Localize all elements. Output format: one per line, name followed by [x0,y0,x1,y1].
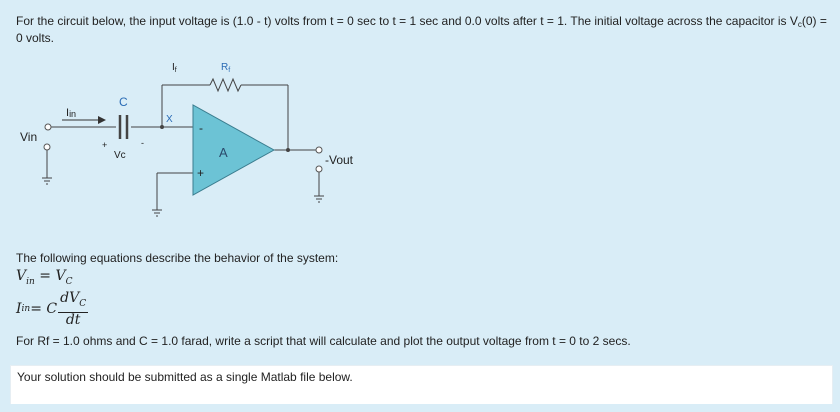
vc-label: Vc [114,150,126,161]
answer-prompt: Your solution should be submitted as a s… [17,370,353,384]
equations-intro: The following equations describe the beh… [16,251,339,265]
eq2-num-sub: C [79,298,87,309]
eq2-lhs: I [16,300,22,317]
vin-terminal-top [44,123,52,131]
vout-terminal-bottom [315,165,323,173]
node-out [286,148,290,152]
if-label: If [172,62,177,74]
vout-label: -Vout [325,153,354,167]
if-label-sub: f [175,67,177,74]
iin-label-sub: in [69,109,76,119]
eq2-num: dV [60,290,80,306]
rf-label-sub: f [228,67,230,74]
eq1-rhs-sub: C [65,276,73,287]
circuit-diagram: Vin Iin C + - Vc X If Rf A - + -Vout [20,62,354,217]
parameters-text: For Rf = 1.0 ohms and C = 1.0 farad, wri… [16,334,631,348]
rf-label: Rf [221,62,230,74]
eq2-equals-c: = C [30,300,58,317]
node-x [160,125,164,129]
bottom-strip [0,404,840,412]
problem-intro: For the circuit below, the input voltage… [16,13,831,47]
plus-label: + [102,140,107,150]
vin-terminal-bottom [43,143,51,151]
x-label: X [166,114,173,125]
ground-icons [42,177,324,217]
intro-end-text: (0) = 0 volts. [16,14,827,45]
opamp-triangle [192,104,276,196]
intro-text: For the circuit below, the input voltage… [16,14,798,28]
if-label-main: I [172,62,175,73]
iin-label-main: I [66,107,69,119]
iin-arrow-head [98,116,106,124]
derivative-fraction: dVC dt [58,290,89,328]
noninv-input-label: + [197,166,204,180]
iin-label: Iin [66,107,76,119]
fraction-numerator: dVC [58,290,89,313]
eq1-rhs: V [55,268,66,284]
intro-subscript: c [797,20,802,29]
c-label: C [119,95,128,109]
rf-resistor [209,77,242,93]
equation-vin-vc: Vin = VC [16,268,72,287]
vin-label: Vin [20,130,37,144]
minus-label: - [141,138,144,148]
rf-label-main: R [221,62,228,73]
fraction-denominator: dt [65,311,81,328]
eq1-lhs: V [16,268,27,284]
eq2-lhs-sub: in [21,303,31,314]
vout-terminal-top [315,146,323,154]
answer-box[interactable]: Your solution should be submitted as a s… [10,365,833,405]
inv-input-label: - [199,121,203,135]
eq1-lhs-sub: in [26,276,35,287]
opamp-label: A [219,145,228,160]
eq1-equals: = [34,268,56,284]
